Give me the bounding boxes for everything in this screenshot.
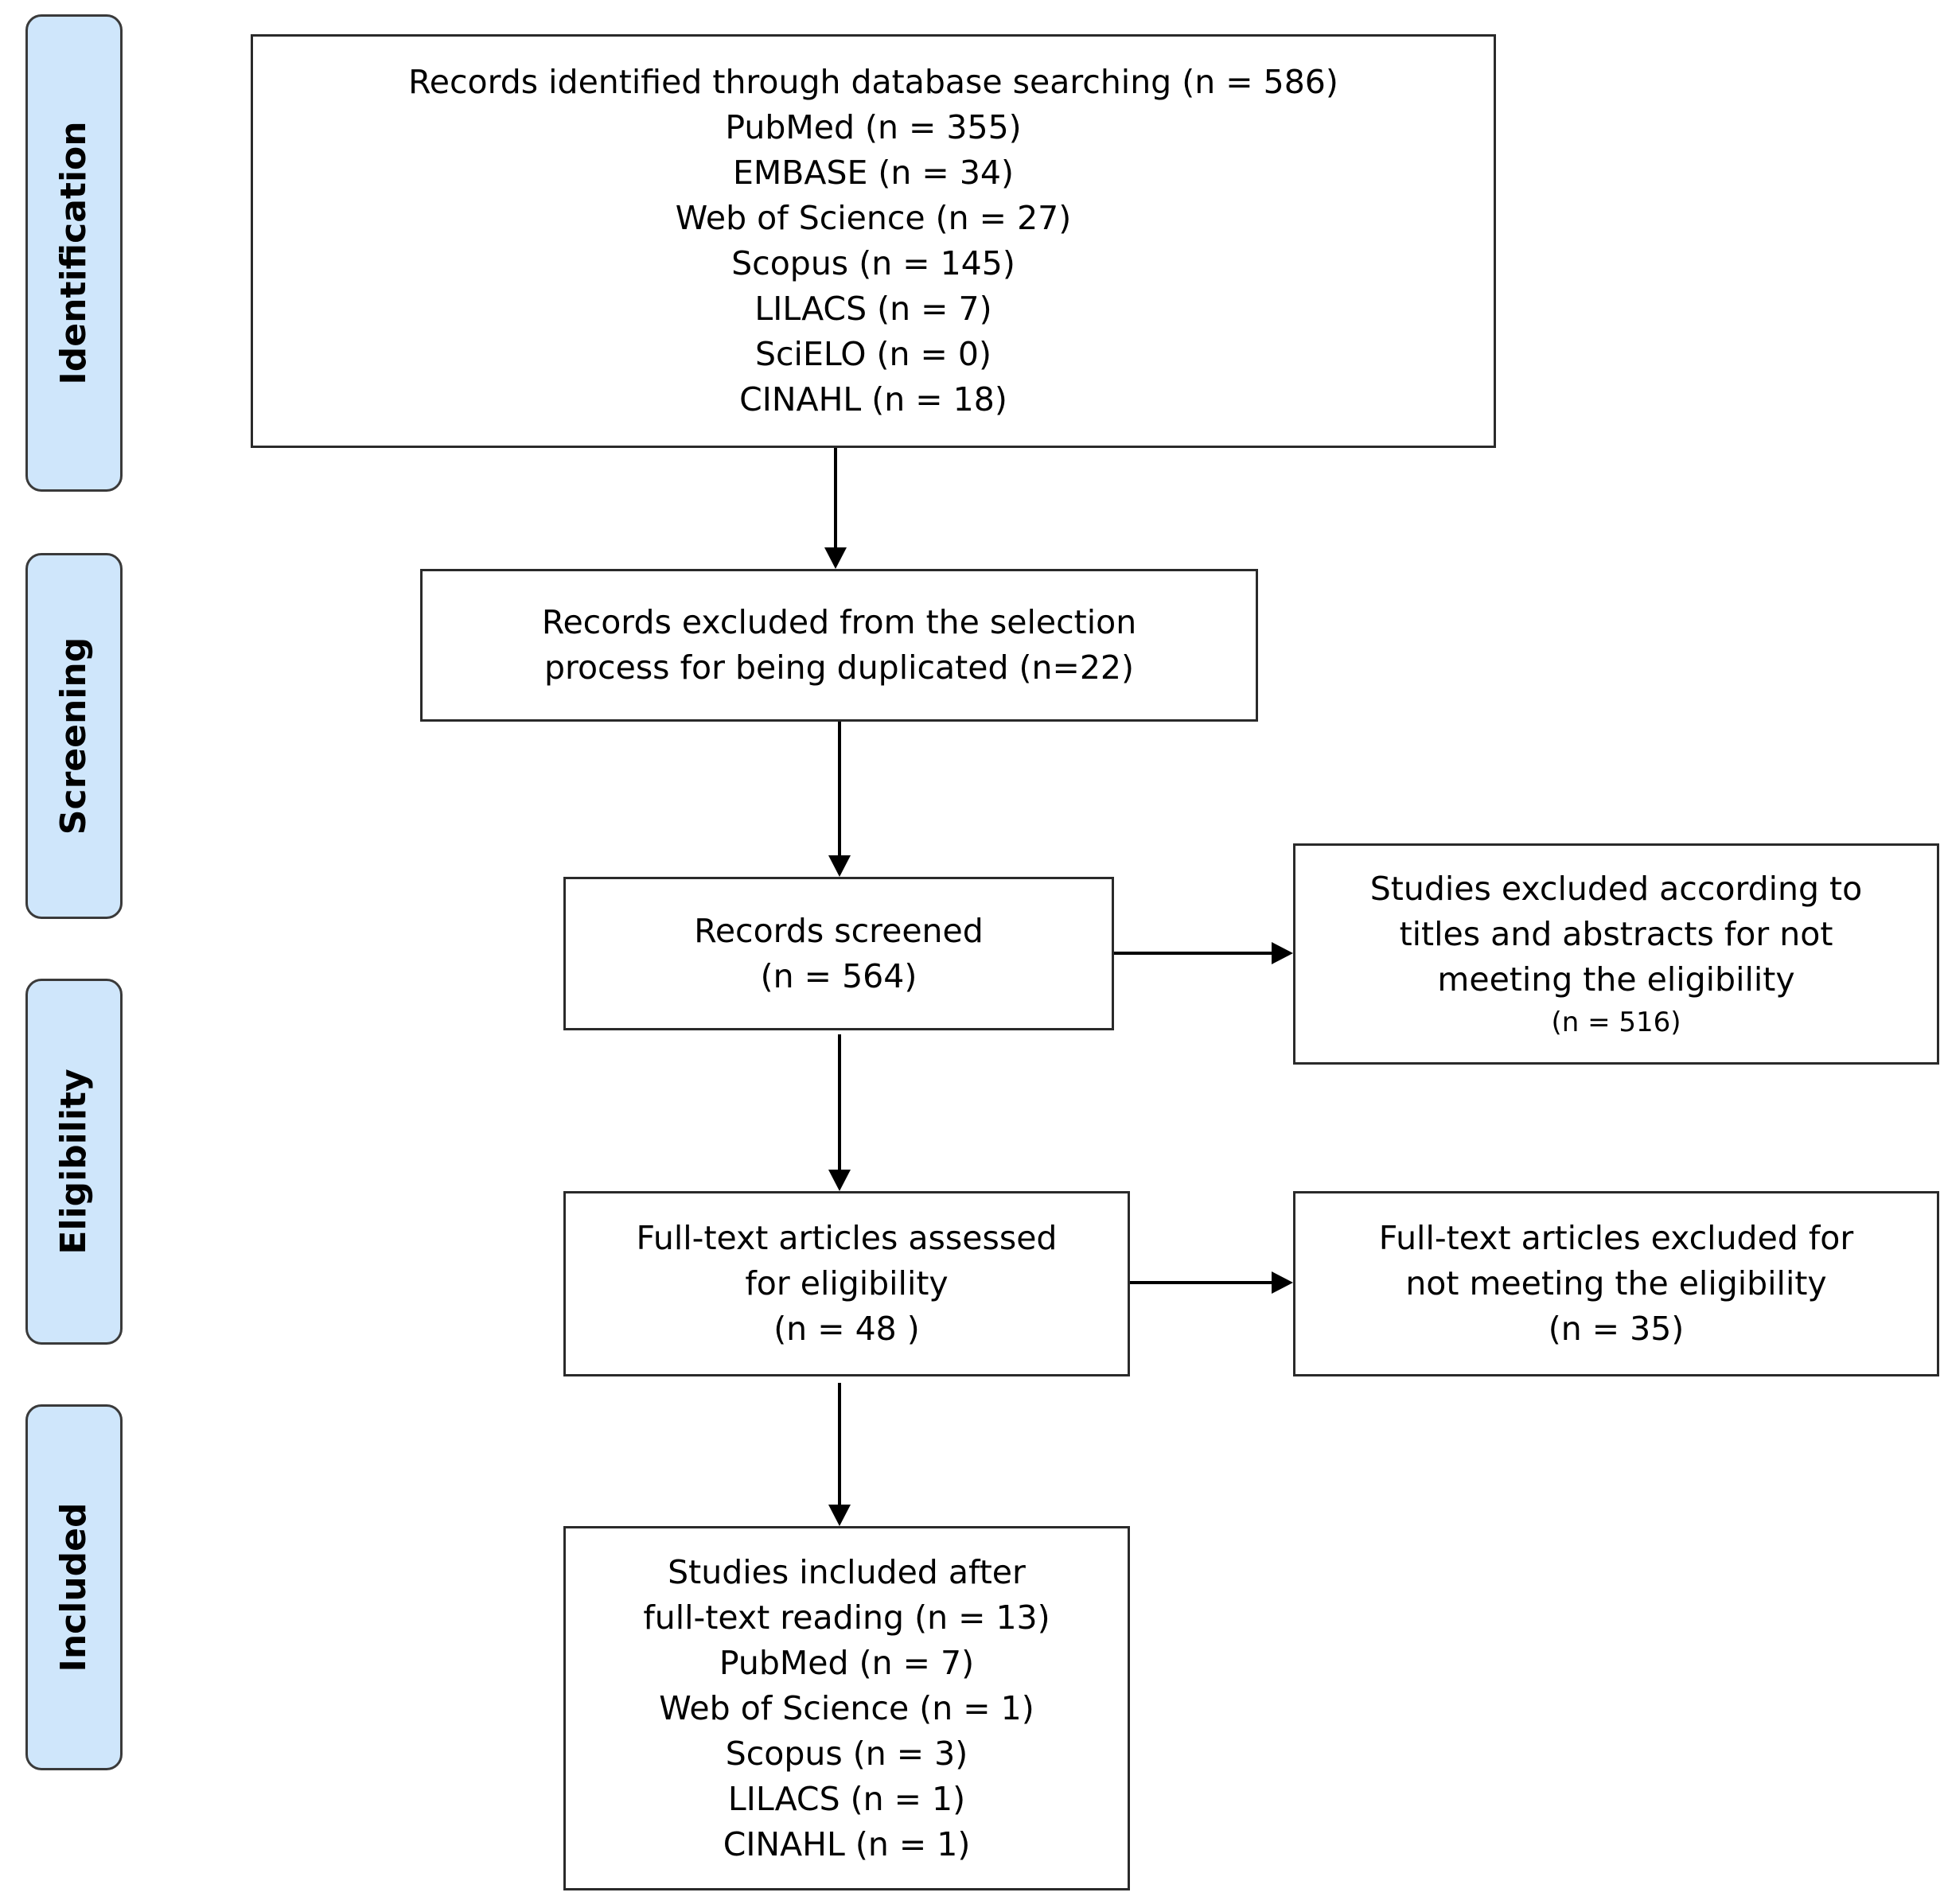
fulltext-excluded-box: Full-text articles excluded for not meet… [1293,1191,1939,1376]
records-identified-lilacs: LILACS (n = 7) [754,290,992,328]
phase-screening-label: Screening [53,637,94,835]
studies-included-scopus: Scopus (n = 3) [725,1734,968,1773]
records-identified-cinahl: CINAHL (n = 18) [739,380,1007,419]
records-identified-pubmed: PubMed (n = 355) [725,108,1022,146]
studies-included-cinahl: CINAHL (n = 1) [723,1824,971,1863]
arrowhead-duplicates-to-screened [828,855,851,877]
phase-included: Included [25,1404,123,1770]
records-identified-total: Records identified through database sear… [408,63,1338,101]
phase-eligibility: Eligibility [25,979,123,1345]
studies-included-box: Studies included after full-text reading… [563,1526,1130,1890]
fulltext-assessed-line-1: Full-text articles assessed [636,1219,1058,1257]
phase-included-label: Included [53,1502,94,1672]
fulltext-assessed-box: Full-text articles assessed for eligibil… [563,1191,1130,1376]
studies-included-line-1: Studies included after [668,1552,1026,1591]
records-screened-box: Records screened (n = 564) [563,877,1114,1030]
studies-included-lilacs: LILACS (n = 1) [727,1779,966,1818]
studies-excluded-titles-box: Studies excluded according to titles and… [1293,843,1939,1065]
records-identified-scielo: SciELO (n = 0) [754,335,992,373]
arrowhead-fulltext-to-excluded [1272,1271,1293,1294]
phase-screening: Screening [25,553,123,919]
records-identified-box: Records identified through database sear… [251,34,1496,448]
phase-identification: Identification [25,14,123,492]
fulltext-excluded-line-1: Full-text articles excluded for [1378,1219,1854,1257]
duplicates-excluded-line-2: process for being duplicated (n=22) [543,648,1135,687]
records-identified-web-of-science: Web of Science (n = 27) [675,199,1072,237]
studies-excluded-titles-line-2: titles and abstracts for not [1399,914,1833,953]
studies-excluded-titles-line-1: Studies excluded according to [1369,869,1863,908]
arrowhead-screened-to-excluded-titles [1272,942,1293,964]
records-screened-count: (n = 564) [760,956,917,995]
duplicates-excluded-line-1: Records excluded from the selection [541,603,1137,641]
fulltext-assessed-count: (n = 48 ) [773,1310,920,1348]
arrowhead-screened-to-fulltext [828,1170,851,1191]
fulltext-assessed-line-2: for eligibility [745,1264,949,1302]
records-identified-scopus: Scopus (n = 145) [731,244,1015,282]
studies-excluded-titles-line-3: meeting the eligibility [1437,960,1795,999]
arrowhead-fulltext-to-included [828,1505,851,1526]
studies-included-line-2: full-text reading (n = 13) [643,1598,1050,1637]
studies-excluded-titles-count: (n = 516) [1551,1006,1681,1038]
fulltext-excluded-line-2: not meeting the eligibility [1405,1264,1827,1302]
duplicates-excluded-box: Records excluded from the selection proc… [420,569,1258,722]
fulltext-excluded-count: (n = 35) [1548,1310,1685,1348]
records-identified-embase: EMBASE (n = 34) [733,154,1014,192]
arrowhead-identified-to-duplicates [824,547,847,569]
phase-eligibility-label: Eligibility [53,1069,94,1255]
studies-included-web-of-science: Web of Science (n = 1) [659,1688,1034,1727]
phase-identification-label: Identification [53,121,94,385]
studies-included-pubmed: PubMed (n = 7) [719,1643,975,1682]
records-screened-label: Records screened [694,911,984,950]
